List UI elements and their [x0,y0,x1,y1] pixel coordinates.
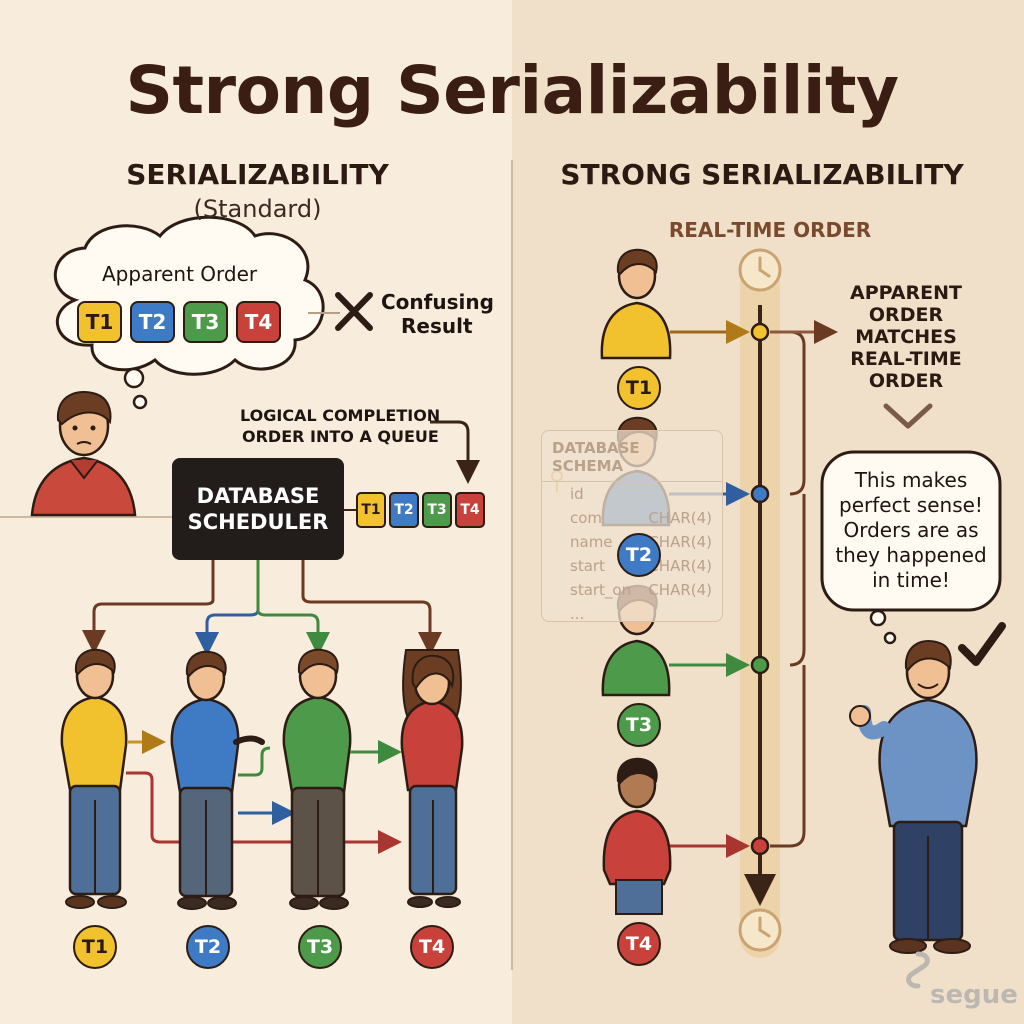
queue-chip-t2: T2 [389,492,419,528]
schema-field-name: name [570,533,613,551]
apparent-line-1: APPARENT [850,282,962,304]
schema-row-start: start CHAR(4) [542,554,722,578]
schema-field-name: id [570,485,584,503]
right-badge-t3: T3 [617,703,661,747]
speech-bubble [820,450,1002,645]
result-label-line1: Confusing [381,290,494,314]
t2-timeline-point [750,484,770,504]
queue-label-line1: LOGICAL COMPLETION [240,406,441,425]
schema-row-more: ... [542,602,722,626]
apparent-line-3: MATCHES [855,326,957,348]
happy-person-illustration [849,640,978,954]
left-person-t3 [282,648,352,910]
right-person-t1 [600,248,672,360]
clock-icon [738,248,782,292]
segue-logo-icon [906,951,930,989]
schema-field-name: start_on [570,581,632,599]
left-person-t2 [170,650,265,910]
right-badge-t1: T1 [617,366,661,410]
thought-chip-t1: T1 [77,301,122,343]
apparent-order-statement: APPARENT ORDER MATCHES REAL-TIME ORDER [842,282,970,392]
scheduler-label-line1: DATABASE [196,484,320,508]
database-scheduler-box: DATABASE SCHEDULER [172,458,344,560]
result-label-line2: Result [401,314,473,338]
right-badge-t4: T4 [617,922,661,966]
t1-timeline-point [750,322,770,342]
queue-chip-t1: T1 [356,492,386,528]
left-person-t4 [400,649,464,908]
left-person-t1 [60,648,128,909]
speech-line-3: Orders are as [843,518,979,542]
scheduler-branches [82,560,442,656]
schema-field-type: CHAR(4) [648,581,712,599]
queue-label-arrow [430,420,480,484]
apparent-line-4: REAL-TIME [850,348,962,370]
thought-chip-t4: T4 [236,301,281,343]
schema-row-com: com CHAR(4) [542,506,722,530]
schema-field-name: com [570,509,603,527]
timeline-label: REAL-TIME ORDER [668,218,872,242]
chevron-down-icon [883,403,933,429]
queue-label-line2: ORDER INTO A QUEUE [242,427,439,446]
schema-row-start-on: start_on CHAR(4) [542,578,722,602]
right-person-t4 [602,757,672,915]
thought-label: Apparent Order [102,262,258,286]
schema-field-type: CHAR(4) [648,509,712,527]
clock-icon [738,908,782,952]
t2-to-t3-arrow-a [238,746,271,777]
speech-line-5: in time! [872,568,950,592]
left-badge-t3: T3 [298,925,342,969]
left-badge-t4: T4 [410,925,454,969]
queue-chip-t4: T4 [455,492,485,528]
queue-chip-t3: T3 [422,492,452,528]
t1-to-t4-arrow [126,771,402,854]
apparent-line-2: ORDER [868,304,944,326]
cross-icon [335,292,373,331]
apparent-line-5: ORDER [868,370,944,392]
schema-row-name: name CHAR(4) [542,530,722,554]
t4-timeline-point [750,836,770,856]
schema-field-name: ... [570,605,585,623]
speech-line-1: This makes [854,468,968,492]
check-icon [958,622,1006,666]
right-badge-t2: T2 [617,533,661,577]
speech-bubble-text: This makes perfect sense! Orders are as … [822,468,1000,593]
left-subheading: (Standard) [193,195,322,223]
segue-watermark: segue [930,980,1018,1010]
scheduler-label-line2: SCHEDULER [187,510,329,534]
speech-line-2: perfect sense! [839,493,983,517]
worried-person-illustration [0,390,172,518]
left-badge-t1: T1 [73,925,117,969]
schema-field-type: CHAR(4) [648,557,712,575]
right-heading: STRONG SERIALIZABILITY [560,158,964,191]
speech-line-4: they happened [835,543,987,567]
schema-row-id: id [542,482,722,506]
thought-chip-t3: T3 [183,301,228,343]
panel-divider [511,160,513,970]
thought-chip-t2: T2 [130,301,175,343]
schema-field-type: CHAR(4) [648,533,712,551]
page-title: Strong Serializability [125,52,899,129]
left-badge-t2: T2 [186,925,230,969]
t3-timeline-point [750,655,770,675]
schema-field-name: start [570,557,605,575]
left-heading: SERIALIZABILITY [126,158,389,191]
schema-title: DATABASE SCHEMA [542,431,722,482]
